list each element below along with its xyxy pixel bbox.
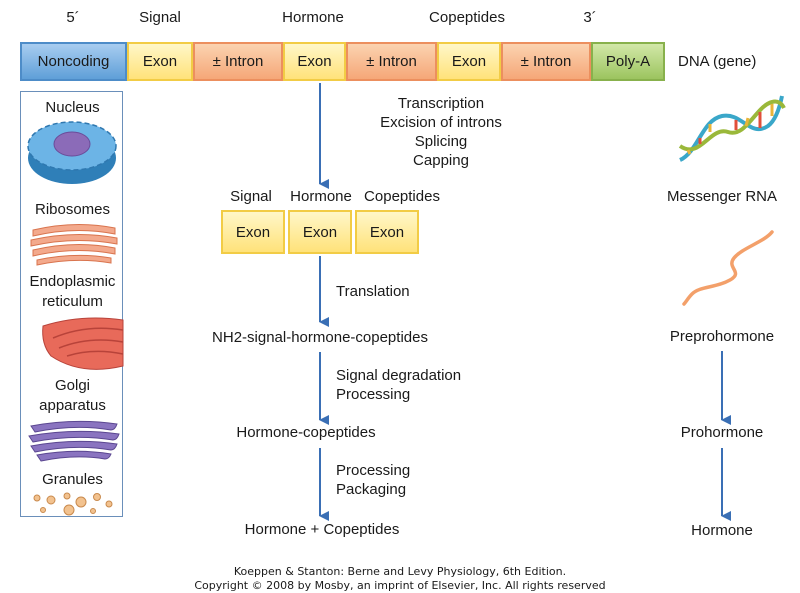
preprohormone-label: Preprohormone [669, 328, 775, 345]
exon-segment-hormone: Exon [283, 42, 346, 81]
dna-gene-label: DNA (gene) [678, 53, 757, 70]
signal-degradation-label: Signal degradation [336, 367, 462, 384]
mrna-exon-hormone: Exon [288, 210, 352, 254]
mrna-signal-label: Signal [230, 188, 272, 205]
translation-label: Translation [336, 283, 410, 300]
transcription-label: Transcription [397, 95, 485, 112]
caption-line2: Copyright © 2008 by Mosby, an imprint of… [194, 579, 606, 592]
three-prime-label: 3´ [583, 9, 597, 26]
processing-label-2: Processing [336, 462, 411, 479]
endoplasmic-reticulum-image [42, 317, 124, 370]
nucleus-image [27, 121, 117, 184]
poly-a-segment: Poly-A [591, 42, 665, 81]
mrna-strand-image [682, 230, 774, 306]
signal-header-label: Signal [139, 9, 181, 26]
granules-label: Granules [42, 471, 103, 488]
er-label-line2: reticulum [42, 293, 103, 310]
hormone-header-label: Hormone [282, 9, 344, 26]
caption-line1: Koeppen & Stanton: Berne and Levy Physio… [233, 565, 567, 578]
copeptides-header-label: Copeptides [429, 9, 505, 26]
golgi-label-line1: Golgi [54, 377, 91, 394]
preprohormone-sequence-label: NH2-signal-hormone-copeptides [212, 329, 428, 346]
packaging-label: Packaging [336, 481, 407, 498]
exon-segment-copeptides: Exon [437, 42, 501, 81]
prohormone-label: Prohormone [680, 424, 764, 441]
golgi-label-line2: apparatus [39, 397, 106, 414]
nucleus-label: Nucleus [45, 99, 100, 116]
five-prime-label: 5´ [66, 9, 80, 26]
golgi-apparatus-image [28, 420, 120, 462]
intron-segment-2: ± Intron [346, 42, 437, 81]
mrna-exon-copeptides: Exon [355, 210, 419, 254]
er-label-line1: Endoplasmic [29, 273, 116, 290]
noncoding-segment: Noncoding [20, 42, 127, 81]
hormone-plus-copeptides-label: Hormone + Copeptides [244, 521, 400, 538]
excision-label: Excision of introns [380, 114, 502, 131]
intron-segment-3: ± Intron [501, 42, 591, 81]
mrna-hormone-label: Hormone [290, 188, 352, 205]
ribosomes-label: Ribosomes [34, 201, 111, 218]
ribosomes-image [30, 223, 118, 266]
splicing-label: Splicing [414, 133, 468, 150]
intron-segment-1: ± Intron [193, 42, 283, 81]
hormone-label: Hormone [691, 522, 753, 539]
mrna-copeptides-label: Copeptides [364, 188, 440, 205]
messenger-rna-label: Messenger RNA [666, 188, 778, 205]
dna-helix-image [678, 95, 786, 162]
exon-segment-signal: Exon [127, 42, 193, 81]
processing-label-1: Processing [336, 386, 411, 403]
granules-image [33, 492, 113, 516]
capping-label: Capping [413, 152, 469, 169]
mrna-exon-signal: Exon [221, 210, 285, 254]
hormone-copeptides-label: Hormone-copeptides [236, 424, 376, 441]
organelle-panel: Nucleus Ribosomes Endoplasmic reticulum … [20, 91, 124, 517]
